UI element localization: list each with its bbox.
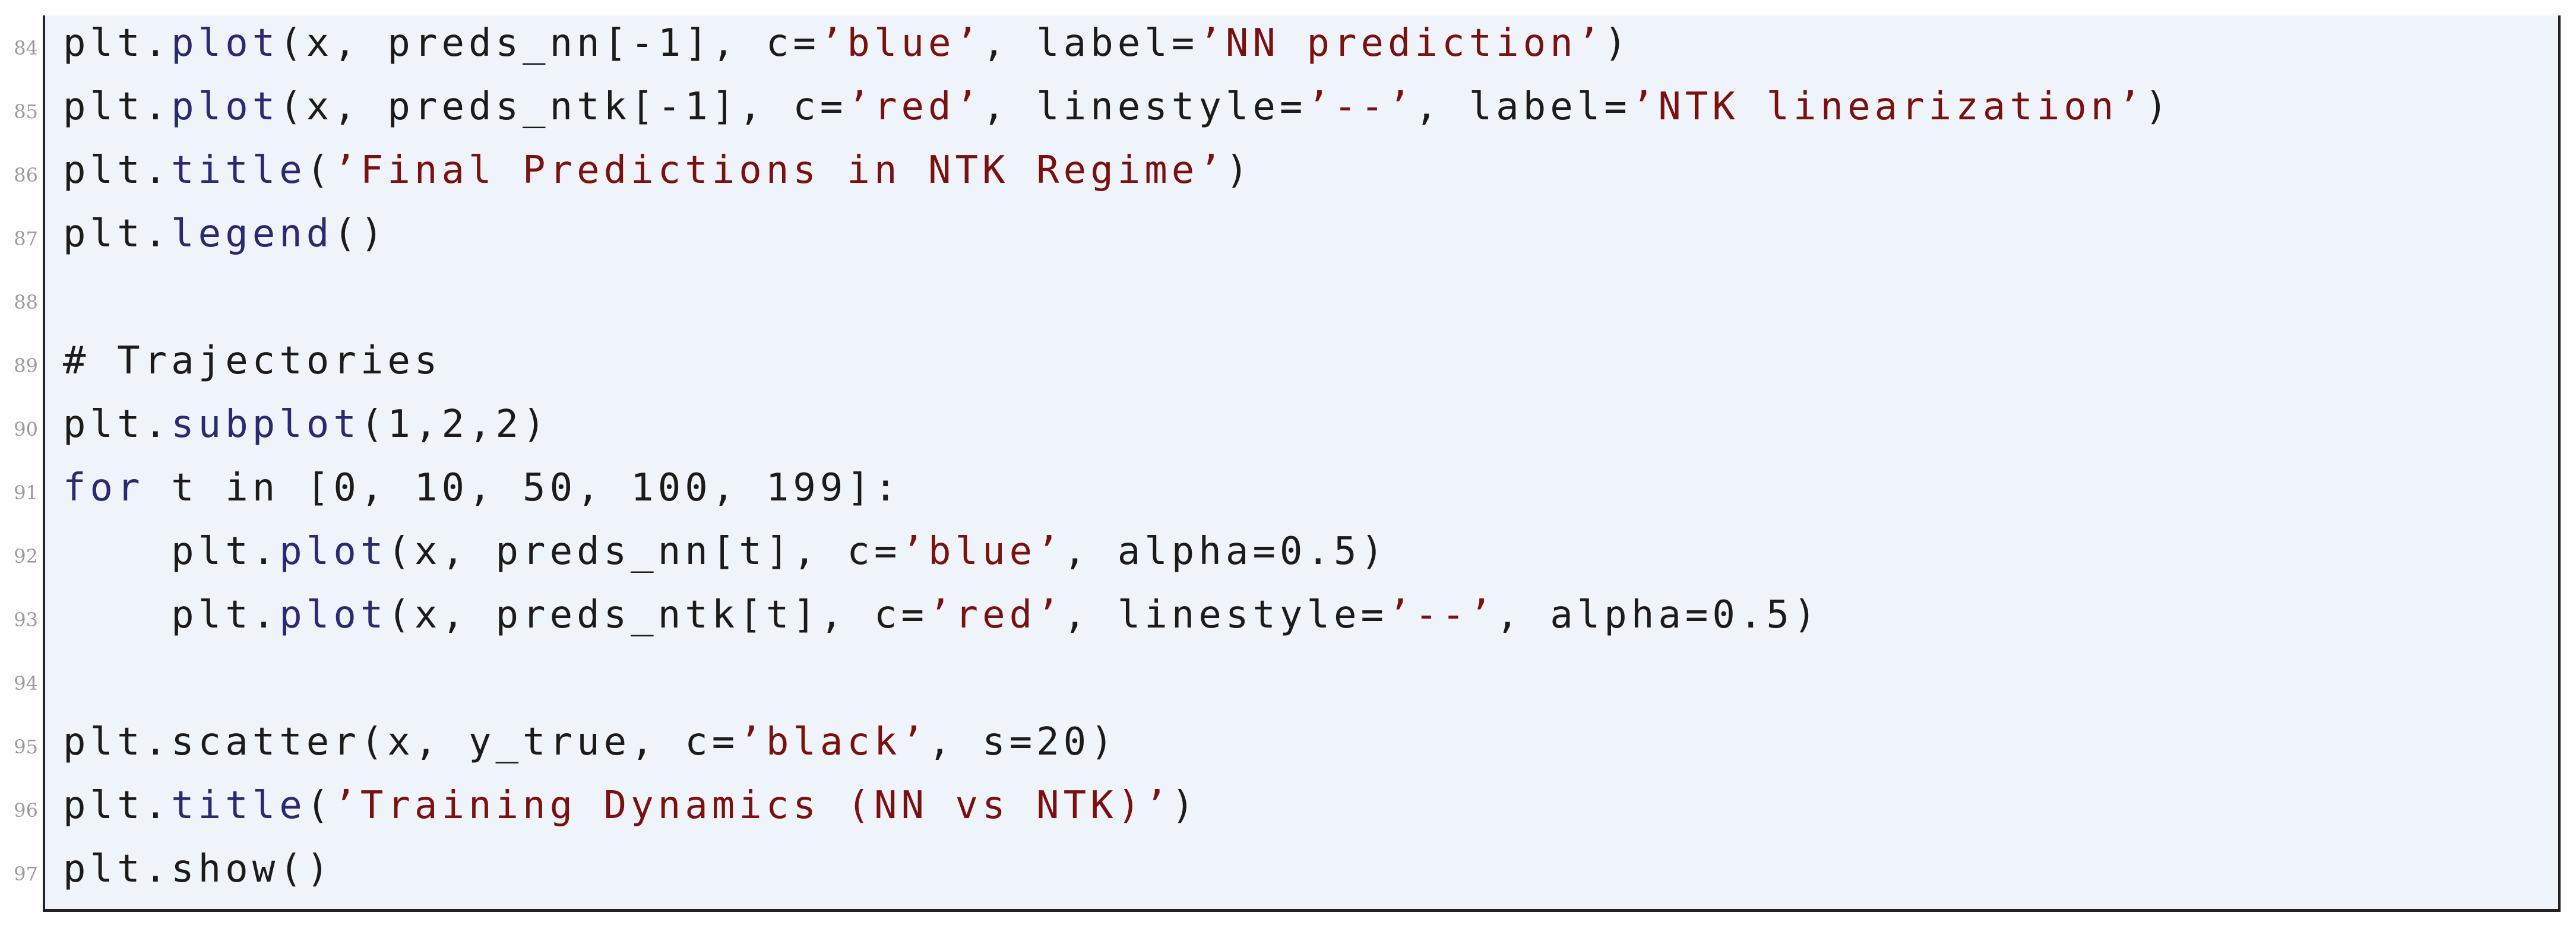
code-token: title [171, 784, 306, 828]
code-token: plt. [63, 148, 172, 192]
code-token: # Trajectories [63, 339, 442, 383]
code-token: for [63, 466, 144, 510]
line-number: 90 [14, 418, 38, 441]
code-token: (x, preds_nn[t], c= [387, 530, 901, 573]
code-line: 94 [0, 644, 2571, 707]
line-number: 96 [14, 799, 38, 822]
code-token: plot [279, 530, 388, 573]
code-token: plot [279, 593, 388, 637]
code-token: ’--’ [1388, 593, 1496, 637]
code-token: plot [171, 21, 280, 65]
code-line: 93 plt.plot(x, preds_ntk[t], c=’red’, li… [0, 580, 2571, 644]
code-line: 91 for t in [0, 10, 50, 100, 199]: [0, 453, 2571, 516]
code-line: 96 plt.title(’Training Dynamics (NN vs NT… [0, 771, 2571, 834]
code-line: 85 plt.plot(x, preds_ntk[-1], c=’red’, li… [0, 72, 2571, 135]
code-token: plot [171, 85, 280, 129]
code-line: 89 # Trajectories [0, 326, 2571, 389]
code-text: for t in [0, 10, 50, 100, 199]: [63, 466, 901, 510]
line-number: 89 [14, 354, 38, 377]
line-number: 88 [14, 291, 38, 313]
line-number: 92 [14, 545, 38, 568]
code-text: plt.title(’Training Dynamics (NN vs NTK)… [63, 784, 1198, 828]
code-line: 92 plt.plot(x, preds_nn[t], c=’blue’, al… [0, 516, 2571, 580]
code-text: # Trajectories [63, 339, 441, 383]
line-number: 93 [14, 609, 38, 631]
code-token: t in [0, 10, 50, 100, 199]: [144, 466, 901, 510]
line-number: 94 [14, 672, 38, 695]
code-token: ) [1171, 784, 1199, 828]
code-token: , label= [1414, 85, 1631, 129]
code-line: 87 plt.legend() [0, 199, 2571, 262]
code-token: (x, preds_ntk[t], c= [387, 593, 928, 637]
code-token: ’blue’ [819, 21, 983, 65]
code-token: , label= [982, 21, 1199, 65]
code-token: plt. [63, 403, 172, 446]
code-text: plt.plot(x, preds_nn[t], c=’blue’, alpha… [63, 530, 1388, 573]
code-text: plt.title(’Final Predictions in NTK Regi… [63, 148, 1252, 192]
code-text: plt.scatter(x, y_true, c=’black’, s=20) [63, 720, 1118, 764]
code-token: ( [306, 784, 334, 828]
code-text: plt.legend() [63, 212, 387, 256]
code-token: ’Training Dynamics (NN vs NTK)’ [333, 784, 1172, 828]
code-line: 86 plt.title(’Final Predictions in NTK Re… [0, 135, 2571, 199]
code-token: ’Final Predictions in NTK Regime’ [333, 148, 1226, 192]
code-line: 88 [0, 262, 2571, 326]
code-line: 90 plt.subplot(1,2,2) [0, 389, 2571, 453]
code-text: plt.plot(x, preds_ntk[t], c=’red’, lines… [63, 593, 1821, 637]
code-token: (x, preds_nn[-1], c= [279, 21, 820, 65]
code-token: plt. [63, 784, 172, 828]
line-number: 87 [14, 227, 38, 250]
code-token: plt. [63, 85, 172, 129]
code-token: ( [306, 148, 334, 192]
code-token: ’NN prediction’ [1198, 21, 1605, 65]
code-token: , alpha=0.5) [1063, 530, 1388, 573]
code-token: ) [1604, 21, 1631, 65]
code-token: plt. [63, 530, 280, 573]
code-token: (x, preds_ntk[-1], c= [279, 85, 847, 129]
line-number: 84 [14, 37, 38, 59]
code-text: plt.show() [63, 847, 333, 891]
code-token: ’black’ [739, 720, 928, 764]
code-token: , linestyle= [1063, 593, 1388, 637]
code-line: 97 plt.show() [0, 834, 2571, 898]
line-number: 97 [14, 863, 38, 885]
code-listing [43, 15, 2561, 912]
code-line: 95 plt.scatter(x, y_true, c=’black’, s=20… [0, 707, 2571, 771]
code-token: plt. [63, 593, 280, 637]
line-number: 86 [14, 164, 38, 186]
code-token: (1,2,2) [360, 403, 550, 446]
code-text: plt.plot(x, preds_ntk[-1], c=’red’, line… [63, 85, 2172, 129]
code-token: , alpha=0.5) [1496, 593, 1821, 637]
code-token: , s=20) [928, 720, 1118, 764]
code-token: title [171, 148, 306, 192]
code-line: 84 plt.plot(x, preds_nn[-1], c=’blue’, la… [0, 8, 2571, 72]
code-token: plt.scatter(x, y_true, c= [63, 720, 739, 764]
code-token: legend [171, 212, 334, 256]
line-number: 91 [14, 481, 38, 504]
code-token: ) [2144, 85, 2172, 129]
code-token: plt. [63, 212, 172, 256]
code-token: ’red’ [928, 593, 1064, 637]
code-token: ’--’ [1306, 85, 1415, 129]
code-token: , linestyle= [982, 85, 1307, 129]
line-number: 95 [14, 736, 38, 758]
code-token: ) [1225, 148, 1253, 192]
code-text: plt.subplot(1,2,2) [63, 403, 550, 446]
code-token: plt. [63, 21, 172, 65]
code-token: () [333, 212, 388, 256]
code-token: ’blue’ [901, 530, 1064, 573]
code-token: ’NTK linearization’ [1631, 85, 2145, 129]
code-token: subplot [171, 403, 360, 446]
code-token: plt.show() [63, 847, 334, 891]
code-token: ’red’ [847, 85, 983, 129]
code-text: plt.plot(x, preds_nn[-1], c=’blue’, labe… [63, 21, 1631, 65]
line-number: 85 [14, 100, 38, 123]
